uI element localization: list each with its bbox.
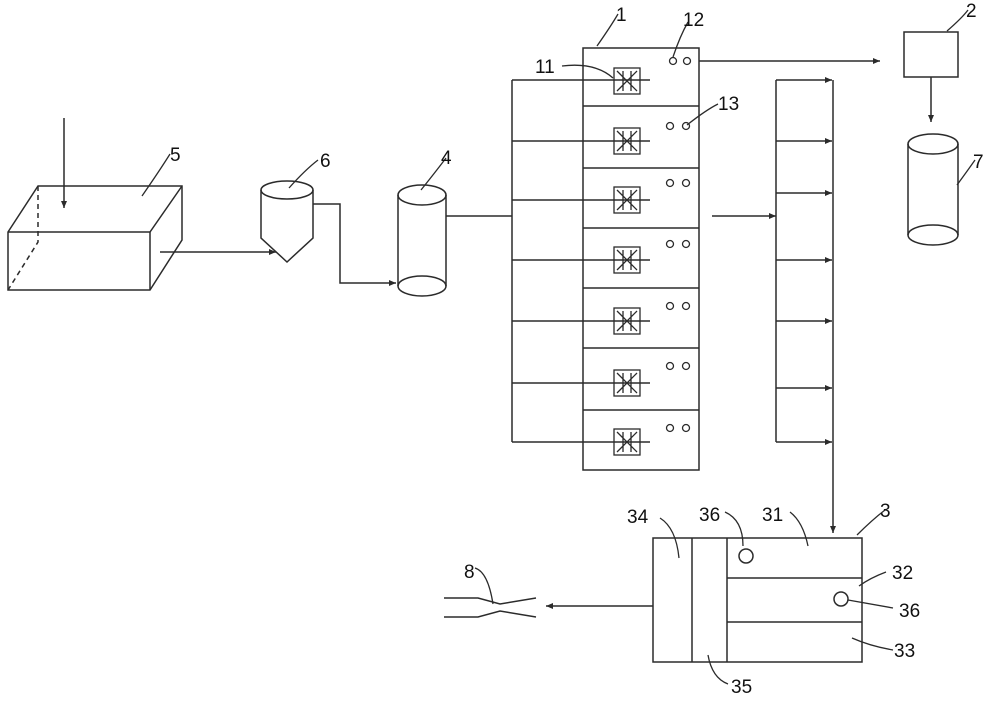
label-12: 12 xyxy=(683,10,704,31)
leader-lines xyxy=(141,9,976,685)
unit-2 xyxy=(903,31,959,78)
label-33: 33 xyxy=(894,641,915,662)
inlet-manifold xyxy=(511,79,650,443)
vessel-4 xyxy=(397,184,447,297)
reference-labels: 5 6 4 1 11 12 13 2 7 8 34 36 31 3 32 36 … xyxy=(170,1,984,698)
indicator-lights-icon xyxy=(665,56,692,433)
label-3: 3 xyxy=(880,501,891,522)
label-11: 11 xyxy=(535,57,555,78)
label-34: 34 xyxy=(627,507,649,528)
label-36-top: 36 xyxy=(699,505,720,526)
label-32: 32 xyxy=(892,563,913,584)
pipe-6-to-4 xyxy=(313,203,396,286)
label-5: 5 xyxy=(170,145,181,166)
label-7: 7 xyxy=(973,152,984,173)
outlet-distributor xyxy=(712,77,836,533)
unit-3 xyxy=(652,537,863,663)
tank-5 xyxy=(7,118,183,291)
label-4: 4 xyxy=(441,148,452,169)
label-2: 2 xyxy=(966,1,977,22)
label-36-right: 36 xyxy=(899,601,920,622)
hopper-6 xyxy=(260,180,314,264)
label-31: 31 xyxy=(762,505,783,526)
pipe-8 xyxy=(444,597,537,618)
label-13: 13 xyxy=(718,94,739,115)
equipment-rack-1 xyxy=(582,47,700,471)
label-8: 8 xyxy=(464,562,475,583)
label-1: 1 xyxy=(616,5,627,26)
label-35: 35 xyxy=(731,677,752,698)
valve-icon xyxy=(613,67,641,456)
vessel-7 xyxy=(907,133,959,246)
label-6: 6 xyxy=(320,151,331,172)
